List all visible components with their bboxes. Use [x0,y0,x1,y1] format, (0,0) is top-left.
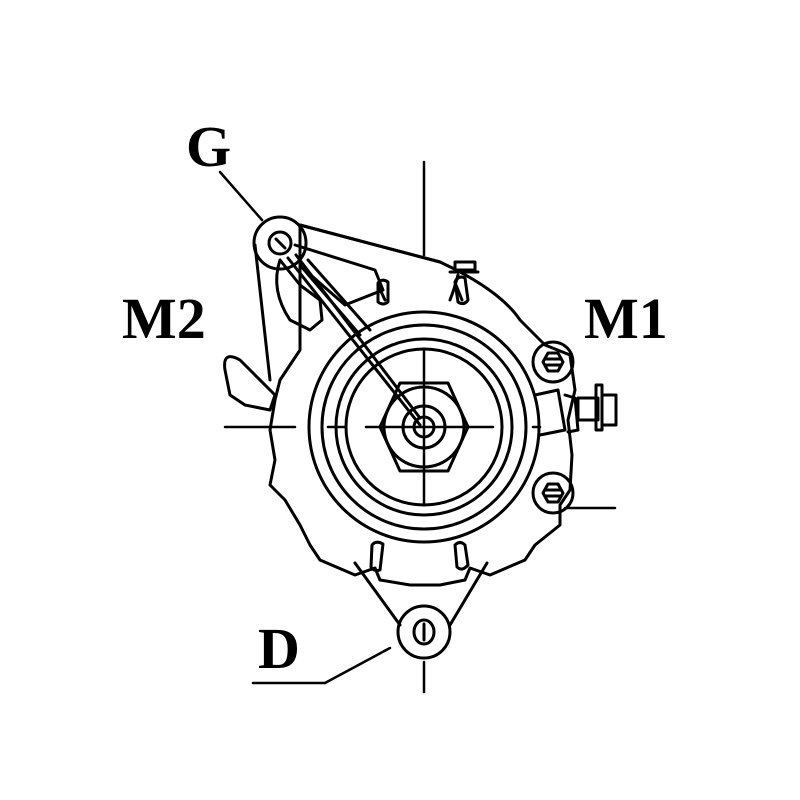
d-bracket [353,561,489,627]
g-mount-eye [252,215,308,271]
top-terminal-screw [448,260,480,302]
label-g: G [186,114,232,179]
d-mount-eye [396,604,452,660]
hex-nut [378,381,470,473]
centerlines [223,160,617,694]
m2-lug [223,355,277,412]
leader-lines [218,170,392,685]
m1-terminal [533,383,618,437]
label-m1: M1 [584,286,668,351]
shaft-hub [401,404,447,450]
g-bracket [253,223,442,382]
upper-right-screw [531,340,575,384]
label-m2: M2 [122,286,206,351]
lower-right-screw [531,471,575,515]
outer-ring [307,310,541,544]
label-d: D [258,616,300,681]
housing-outline [268,223,577,587]
